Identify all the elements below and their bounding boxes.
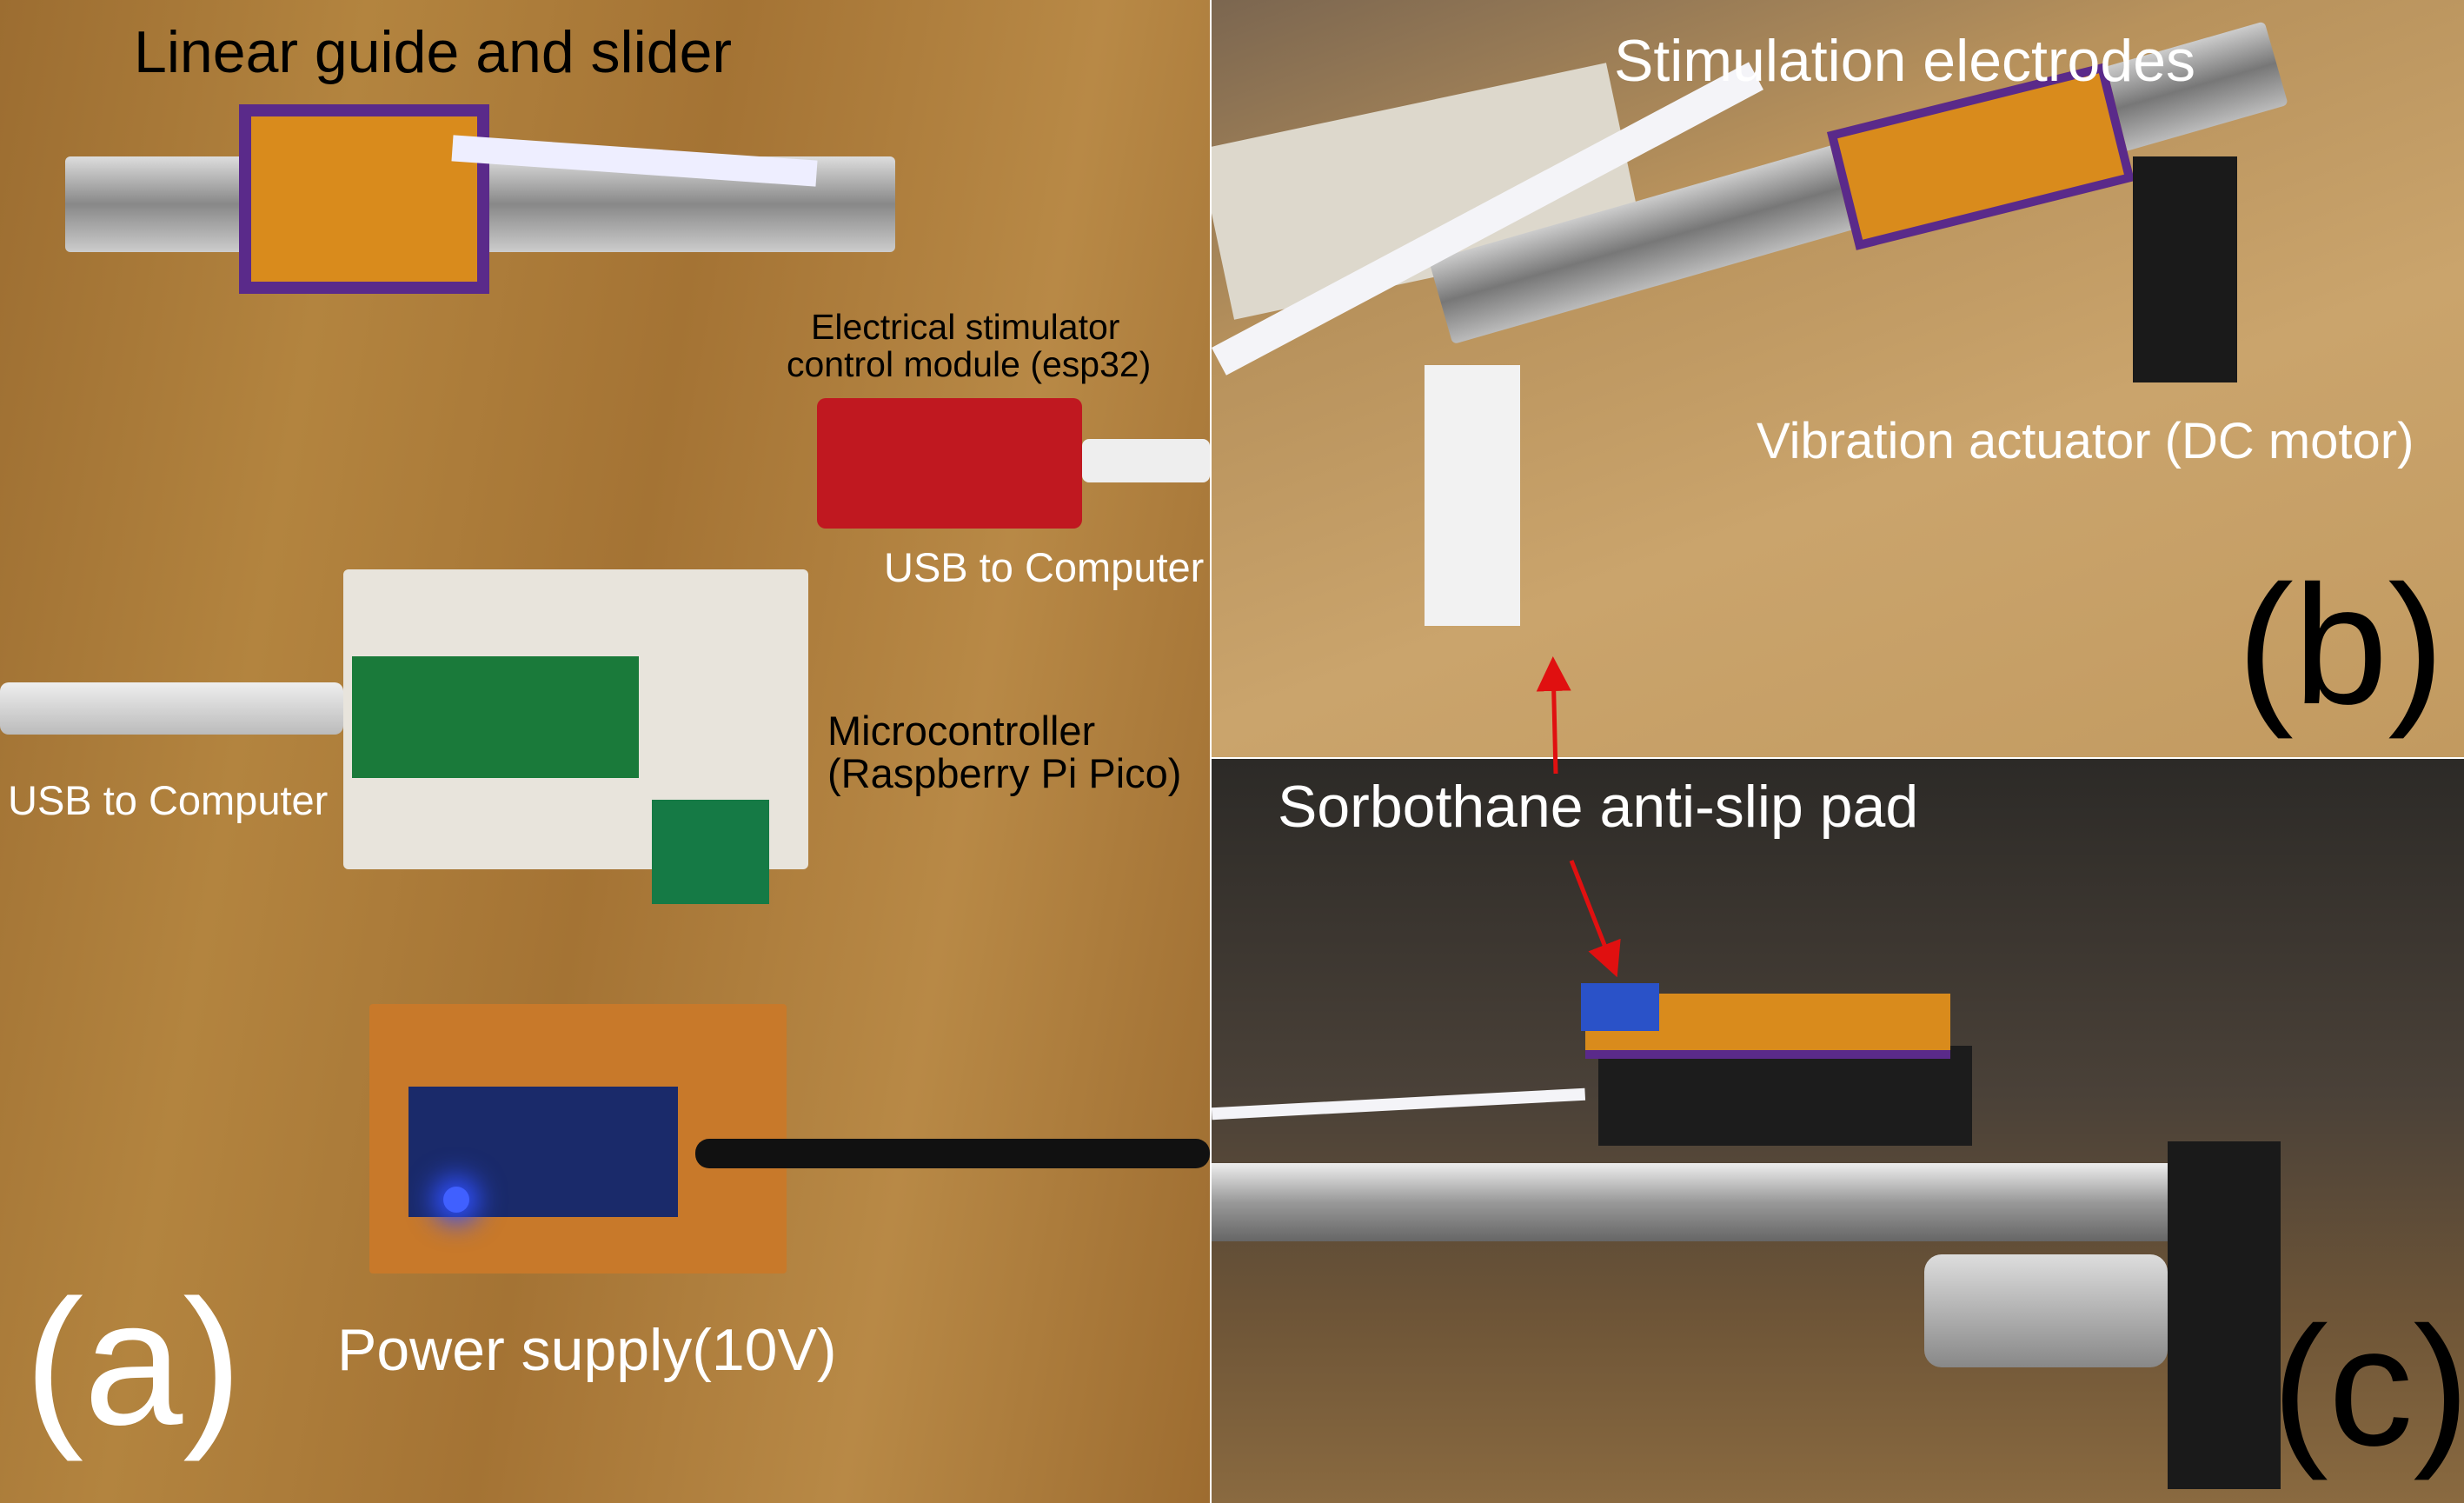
label-linear-guide: Linear guide and slider xyxy=(134,19,733,85)
label-micro-1: Microcontroller xyxy=(827,708,1096,754)
usb-cable-right xyxy=(1082,439,1210,482)
label-sorbothane-pad: Sorbothane anti-slip pad xyxy=(1278,774,1919,840)
dc-motor xyxy=(1924,1254,2168,1367)
panel-a-photo: Linear guide and slider Electrical stimu… xyxy=(0,0,1210,1503)
panel-letter-c: (c) xyxy=(2272,1292,2464,1481)
white-end-bracket xyxy=(1425,365,1520,626)
slider-black-base xyxy=(1598,1046,1972,1146)
label-power-supply: Power supply(10V) xyxy=(337,1317,837,1383)
arrow-to-pad-b xyxy=(1536,656,1571,775)
label-stimulation-electrodes: Stimulation electrodes xyxy=(1614,28,2196,94)
label-vibration-actuator: Vibration actuator (DC motor) xyxy=(1757,413,2414,469)
panel-b-photo: Stimulation electrodes Vibration actuato… xyxy=(1212,0,2464,757)
sorbothane-pad xyxy=(1581,983,1659,1031)
linear-guide-rail xyxy=(1212,1163,2281,1241)
black-end-block xyxy=(2168,1141,2281,1489)
black-end-block xyxy=(2133,156,2237,382)
pico-board xyxy=(352,656,639,778)
label-usb-left: USB to Computer xyxy=(8,777,329,823)
arrow-to-pad-c xyxy=(1569,860,1621,978)
panel-letter-a: (a) xyxy=(24,1263,242,1462)
label-micro-2: (Raspberry Pi Pico) xyxy=(827,750,1182,796)
usb-cable-left xyxy=(0,682,343,735)
label-usb-right: USB to Computer xyxy=(884,544,1205,590)
panel-c-photo: Sorbothane anti-slip pad (c) xyxy=(1212,759,2464,1503)
panel-letter-b: (b) xyxy=(2237,550,2445,740)
label-stimulator-2: control module (esp32) xyxy=(787,344,1152,384)
motor-driver-board xyxy=(652,800,769,904)
dc-power-cable xyxy=(695,1139,1210,1168)
label-stimulator-1: Electrical stimulator xyxy=(811,307,1120,347)
esp32-board xyxy=(817,398,1082,529)
power-led xyxy=(443,1187,469,1213)
